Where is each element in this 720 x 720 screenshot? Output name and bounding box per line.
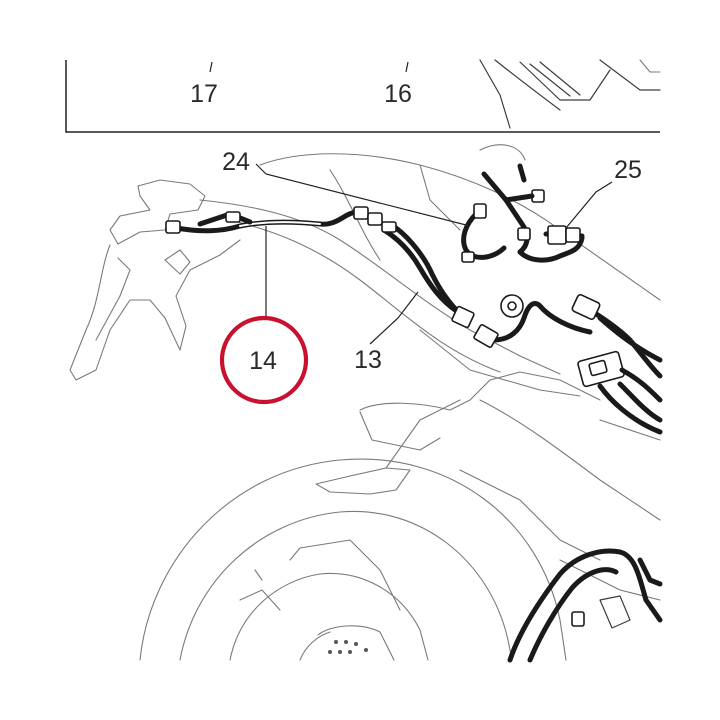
callout-16: 16 <box>384 80 412 108</box>
callout-14: 14 <box>249 347 277 375</box>
leader-lines <box>209 61 613 345</box>
highlight-ring-inner <box>221 317 307 403</box>
highlight-ring <box>219 315 309 405</box>
callout-24: 24 <box>222 148 250 176</box>
callout-25: 25 <box>614 156 642 184</box>
callout-13: 13 <box>354 346 382 374</box>
harness-24 <box>461 163 585 263</box>
harness-right <box>571 293 663 435</box>
connector-25 <box>543 225 585 245</box>
harness-13 <box>381 221 593 348</box>
harness-14 <box>165 206 383 234</box>
callout-17: 17 <box>190 80 218 108</box>
motorcycle-outline <box>69 144 661 661</box>
harness-lower <box>507 548 663 663</box>
detail-frame <box>65 59 661 133</box>
